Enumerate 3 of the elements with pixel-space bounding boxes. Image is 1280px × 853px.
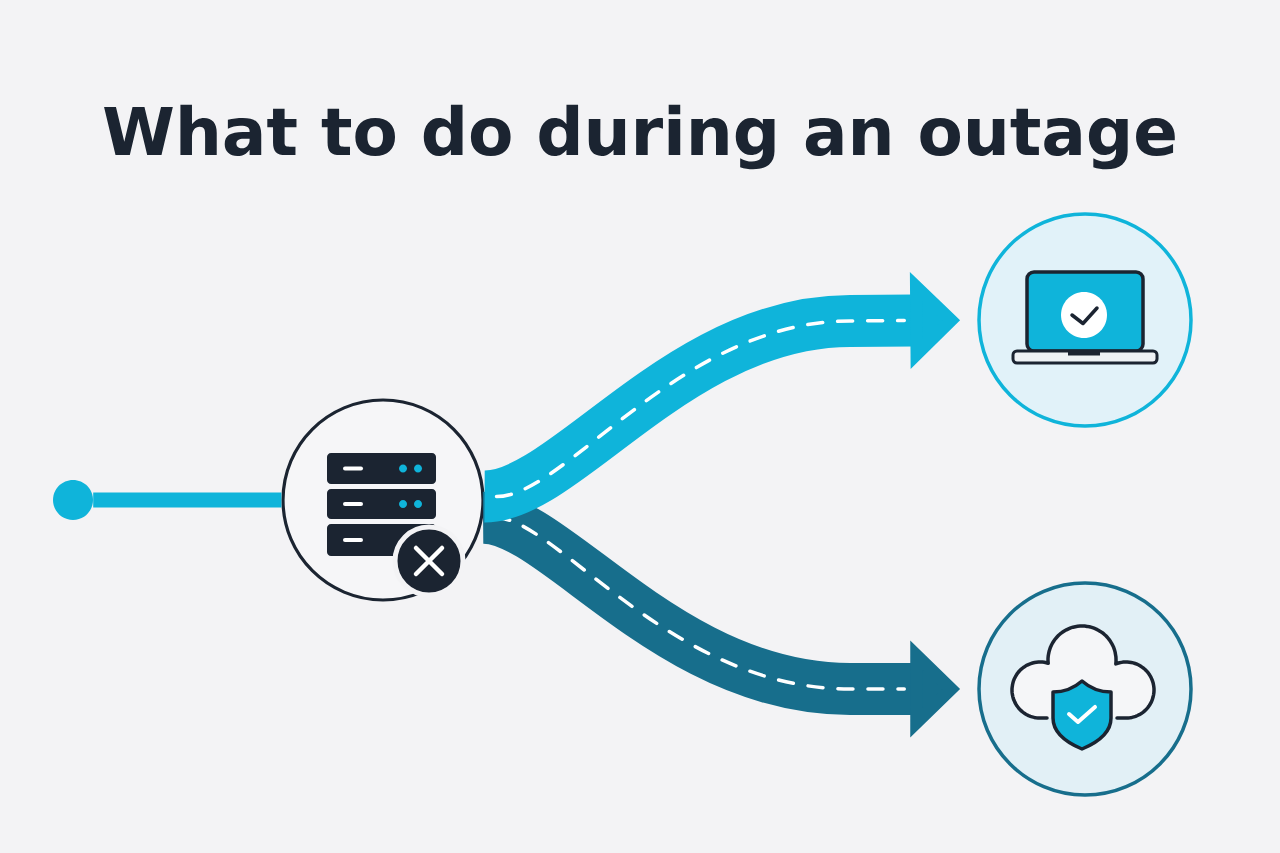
title: What to do during an outage [104,104,1175,170]
connector-line [93,492,282,508]
start-dot [53,480,93,520]
